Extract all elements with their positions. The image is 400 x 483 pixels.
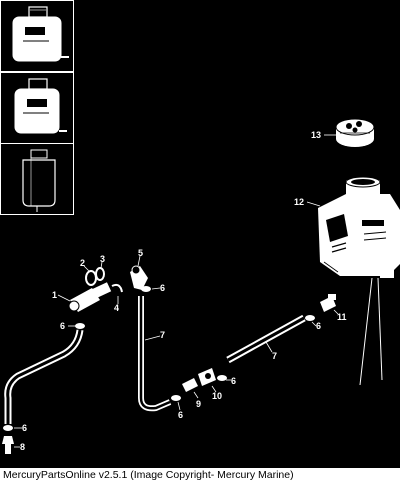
leader-7a xyxy=(144,335,161,341)
parts-diagram: 1 2 3 4 5 6 6 6 6 6 6 7 7 8 9 10 11 12 1… xyxy=(2,118,400,454)
inlet-fitting-icon[interactable] xyxy=(68,282,112,312)
thumbnail-tank-view-2[interactable] xyxy=(0,72,74,144)
callout-3: 3 xyxy=(100,254,105,264)
image-caption: MercuryPartsOnline v2.5.1 (Image Copyrig… xyxy=(3,469,294,481)
callout-6f: 6 xyxy=(178,410,183,420)
callout-1: 1 xyxy=(52,290,57,300)
callout-6e: 6 xyxy=(231,376,236,386)
connector-fitting-icon[interactable] xyxy=(182,368,216,392)
tank-thumbnail-icon xyxy=(14,78,67,134)
thumbnail-strip xyxy=(0,0,74,215)
diagram-viewer: 1 2 3 4 5 6 6 6 6 6 6 7 7 8 9 10 11 12 1… xyxy=(0,0,400,468)
washer-icon[interactable] xyxy=(85,267,105,286)
oil-hose-vertical-icon[interactable] xyxy=(138,296,172,412)
leader-5 xyxy=(137,255,141,267)
hose-clamp-icon[interactable] xyxy=(3,286,315,431)
leader-12 xyxy=(306,201,321,207)
oil-reservoir-tank-icon[interactable] xyxy=(318,176,400,278)
hose-fitting-icon[interactable] xyxy=(2,436,14,454)
leader-3 xyxy=(100,261,103,269)
leader-6a xyxy=(151,287,161,290)
leader-9 xyxy=(193,391,199,399)
retaining-clip-icon[interactable] xyxy=(111,283,123,293)
leader-11 xyxy=(333,309,339,315)
oil-hose-diagonal-icon[interactable] xyxy=(226,314,306,364)
leader-6d xyxy=(311,321,317,327)
callout-7b: 7 xyxy=(272,351,277,361)
callout-6a: 6 xyxy=(160,283,165,293)
leader-1 xyxy=(57,294,71,302)
elbow-fitting-icon[interactable] xyxy=(130,265,148,290)
vent-hose-b xyxy=(377,277,383,381)
oil-hose-left-icon[interactable] xyxy=(4,329,84,424)
fill-cap-icon[interactable] xyxy=(335,118,375,147)
callout-2: 2 xyxy=(80,258,85,268)
callout-13: 13 xyxy=(311,130,321,140)
callout-10: 10 xyxy=(212,391,222,401)
callout-11: 11 xyxy=(337,312,347,322)
callout-12: 12 xyxy=(294,197,304,207)
tank-outlet-fitting-icon[interactable] xyxy=(320,294,336,312)
callout-6c: 6 xyxy=(22,423,27,433)
leader-6f xyxy=(177,401,181,411)
callout-8: 8 xyxy=(20,442,25,452)
leader-2 xyxy=(83,265,91,273)
tank-thumbnail-icon xyxy=(12,6,69,62)
callout-4: 4 xyxy=(114,303,119,313)
callout-9: 9 xyxy=(196,399,201,409)
callout-6d: 6 xyxy=(316,321,321,331)
callout-6b: 6 xyxy=(60,321,65,331)
vent-hose-a xyxy=(359,277,373,386)
callout-5: 5 xyxy=(138,248,143,258)
thumbnail-tank-view-3[interactable] xyxy=(0,143,74,215)
callout-7a: 7 xyxy=(160,330,165,340)
leader-7b xyxy=(265,341,273,353)
thumbnail-tank-view-1[interactable] xyxy=(0,0,74,72)
tank-outline-thumbnail-icon xyxy=(22,149,56,212)
leader-10 xyxy=(211,385,217,393)
